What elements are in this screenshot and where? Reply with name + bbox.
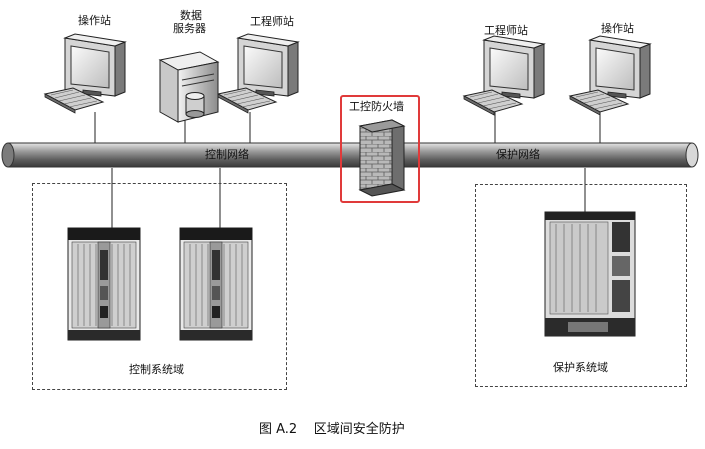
protection-network-label: 保护网络	[496, 148, 540, 161]
firewall-wall	[358, 119, 406, 197]
connection-lines	[94, 112, 601, 228]
workstation-operator-right	[569, 35, 651, 116]
figure-caption: 图 A.2 区域间安全防护	[259, 422, 405, 437]
station-label-server-line1: 数据	[180, 9, 202, 22]
station-label-operator-right: 操作站	[601, 22, 634, 35]
network-bus	[1, 142, 699, 168]
workstation-engineer-left	[217, 33, 299, 114]
control-network-label: 控制网络	[205, 148, 249, 161]
station-label-operator-left: 操作站	[78, 14, 111, 27]
control-domain-box	[32, 183, 287, 390]
workstation-engineer-right	[463, 35, 545, 116]
protection-domain-box	[475, 184, 687, 387]
firewall-label: 工控防火墙	[349, 100, 404, 113]
protection-cabinet	[544, 211, 636, 337]
control-domain-label: 控制系统域	[129, 363, 184, 376]
protection-domain-label: 保护系统域	[553, 361, 608, 374]
firewall-highlight-box	[340, 95, 420, 203]
station-label-engineer-left: 工程师站	[250, 15, 294, 28]
data-server	[158, 51, 220, 123]
workstation-operator-left	[44, 33, 126, 114]
station-label-engineer-right: 工程师站	[484, 24, 528, 37]
station-label-server-line2: 服务器	[173, 22, 206, 35]
